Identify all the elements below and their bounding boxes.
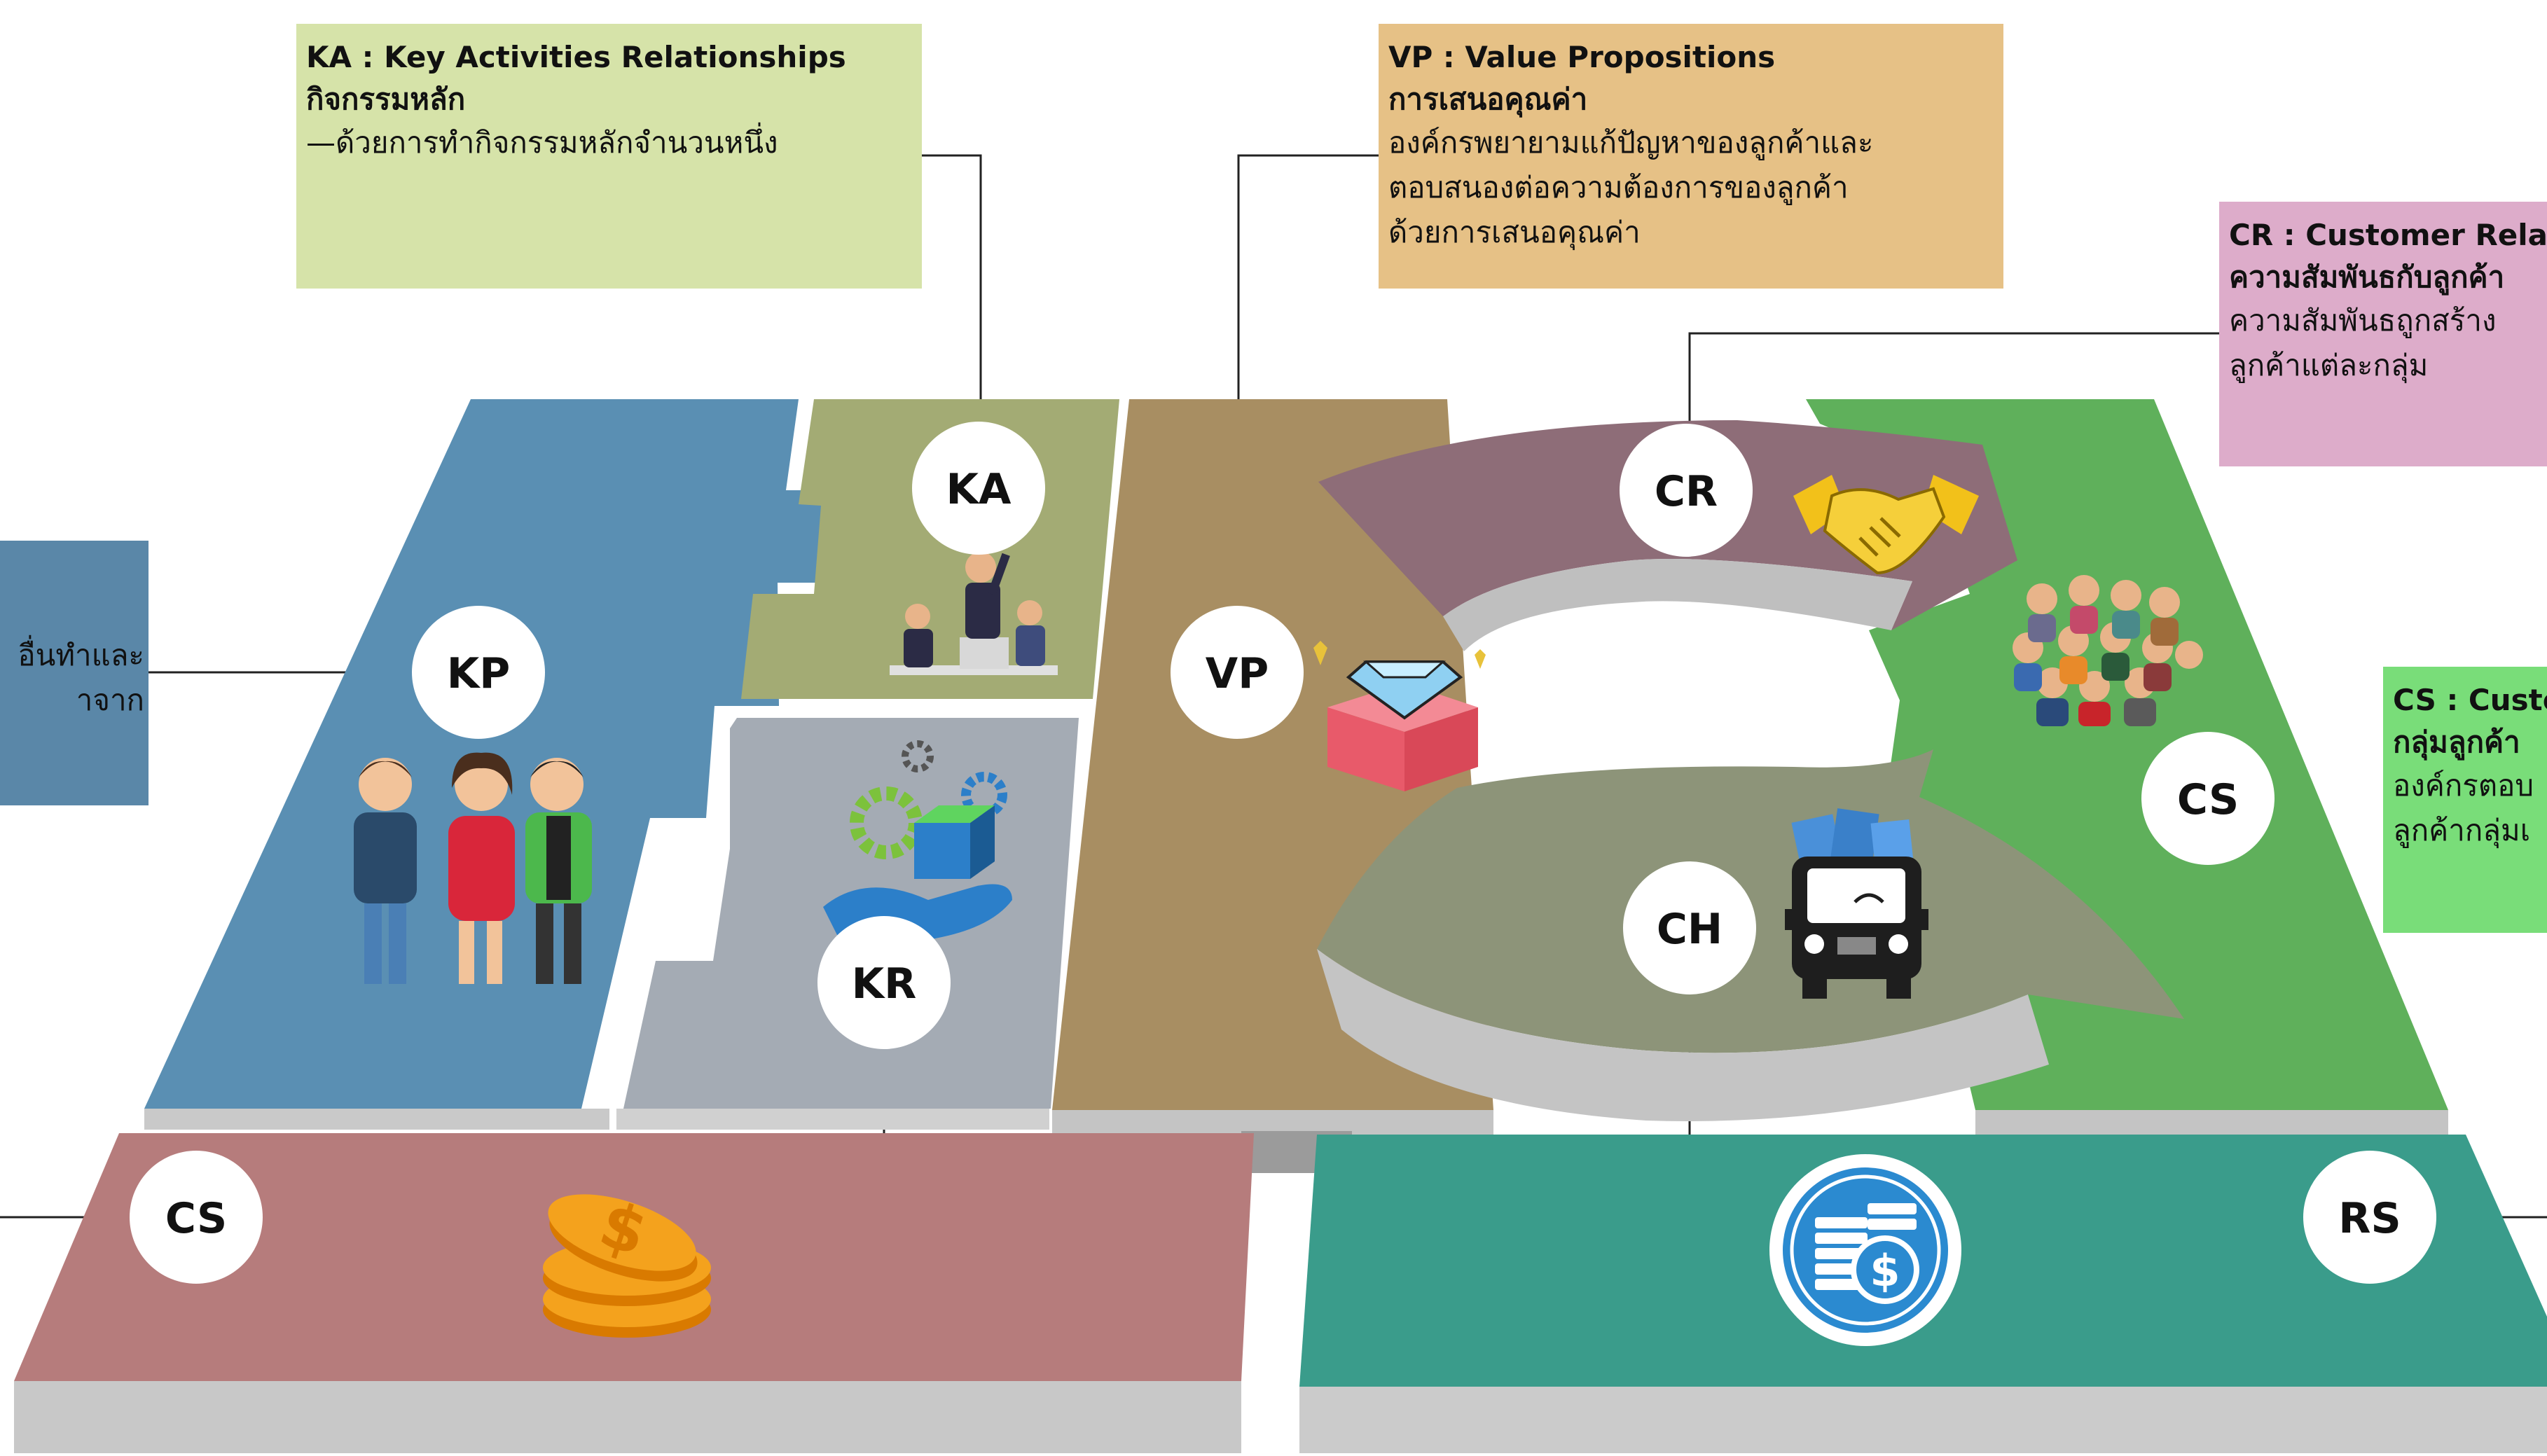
ch-arrow-band bbox=[1317, 749, 2184, 1053]
vp-note-body: องค์กรพยายามแก้ปัญหาของลูกค้าและ ตอบสนอง… bbox=[1388, 125, 1874, 249]
ch-label: CH bbox=[1657, 905, 1723, 954]
cr-circle: CR bbox=[1620, 424, 1753, 557]
ka-note-subtitle: กิจกรรมหลัก bbox=[306, 82, 466, 116]
label-circles: KP KA KR VP CR CH CS CS RS bbox=[130, 422, 2436, 1284]
vp-label: VP bbox=[1206, 649, 1269, 698]
kp-label: KP bbox=[447, 649, 510, 698]
partners-people-icon bbox=[354, 752, 592, 984]
kr-circle: KR bbox=[817, 916, 951, 1049]
rs-label: RS bbox=[2338, 1194, 2401, 1243]
vp-note: VP : Value Propositions การเสนอคุณค่า อง… bbox=[1379, 24, 2003, 289]
cr-note-title: CR : Customer Relat bbox=[2229, 218, 2547, 252]
ka-note: KA : Key Activities Relationships กิจกรร… bbox=[296, 24, 922, 289]
rs-edge bbox=[1299, 1387, 2547, 1453]
cs-edge bbox=[1975, 1110, 2448, 1135]
cr-note-subtitle: ความสัมพันธกับลูกค้า bbox=[2229, 260, 2505, 294]
rs-circle: RS bbox=[2303, 1151, 2436, 1284]
vp-edge bbox=[1052, 1110, 1493, 1135]
ka-note-title: KA : Key Activities Relationships bbox=[306, 40, 846, 74]
vp-note-title: VP : Value Propositions bbox=[1388, 40, 1776, 74]
coin-stack-icon: $ bbox=[543, 1187, 711, 1338]
cr-note: CR : Customer Relat ความสัมพันธกับลูกค้า… bbox=[2219, 202, 2547, 466]
kp-edge bbox=[144, 1109, 609, 1130]
kp-note-body: อื่นทำและ าจาก bbox=[18, 638, 144, 717]
cost-circle: CS bbox=[130, 1151, 263, 1284]
cr-label: CR bbox=[1655, 467, 1718, 516]
money-revenue-icon: $ bbox=[1769, 1154, 1961, 1346]
cs-note-subtitle: กลุ่มลูกค้า bbox=[2393, 725, 2520, 759]
cs-label: CS bbox=[2177, 775, 2239, 824]
ka-note-body: —ด้วยการทำกิจกรรมหลักจำนวนหนึ่ง bbox=[306, 125, 778, 160]
cr-underside bbox=[1443, 559, 1912, 651]
team-meeting-icon bbox=[890, 552, 1058, 675]
svg-text:$: $ bbox=[1870, 1245, 1900, 1296]
kp-note: อื่นทำและ าจาก bbox=[0, 541, 149, 805]
cs-note: CS : Custo กลุ่มลูกค้า องค์กรตอบ ลูกค้าก… bbox=[2383, 667, 2547, 933]
delivery-truck-icon bbox=[1785, 808, 1928, 999]
kp-circle: KP bbox=[412, 606, 545, 739]
kr-edge bbox=[616, 1109, 1049, 1130]
ka-circle: KA bbox=[912, 422, 1045, 555]
connector-ka bbox=[922, 154, 982, 487]
cs-note-body: องค์กรตอบ ลูกค้ากลุ่มเ bbox=[2393, 768, 2534, 847]
cost-label: CS bbox=[165, 1194, 227, 1243]
diamond-gift-box-icon bbox=[1313, 641, 1486, 791]
cs-circle: CS bbox=[2141, 732, 2275, 865]
cost-edge bbox=[14, 1381, 1241, 1453]
kr-label: KR bbox=[852, 959, 917, 1008]
ka-label: KA bbox=[946, 465, 1012, 514]
vp-note-subtitle: การเสนอคุณค่า bbox=[1388, 82, 1588, 116]
vp-circle: VP bbox=[1171, 606, 1304, 739]
handshake-icon bbox=[1793, 475, 1979, 575]
cr-note-body: ความสัมพันธถูกสร้าง ลูกค้าแต่ละกลุ่ม bbox=[2229, 303, 2497, 382]
ch-circle: CH bbox=[1623, 861, 1756, 994]
cs-note-title: CS : Custo bbox=[2393, 683, 2547, 717]
ch-underside bbox=[1317, 949, 2049, 1121]
customer-crowd-icon bbox=[2013, 575, 2203, 726]
